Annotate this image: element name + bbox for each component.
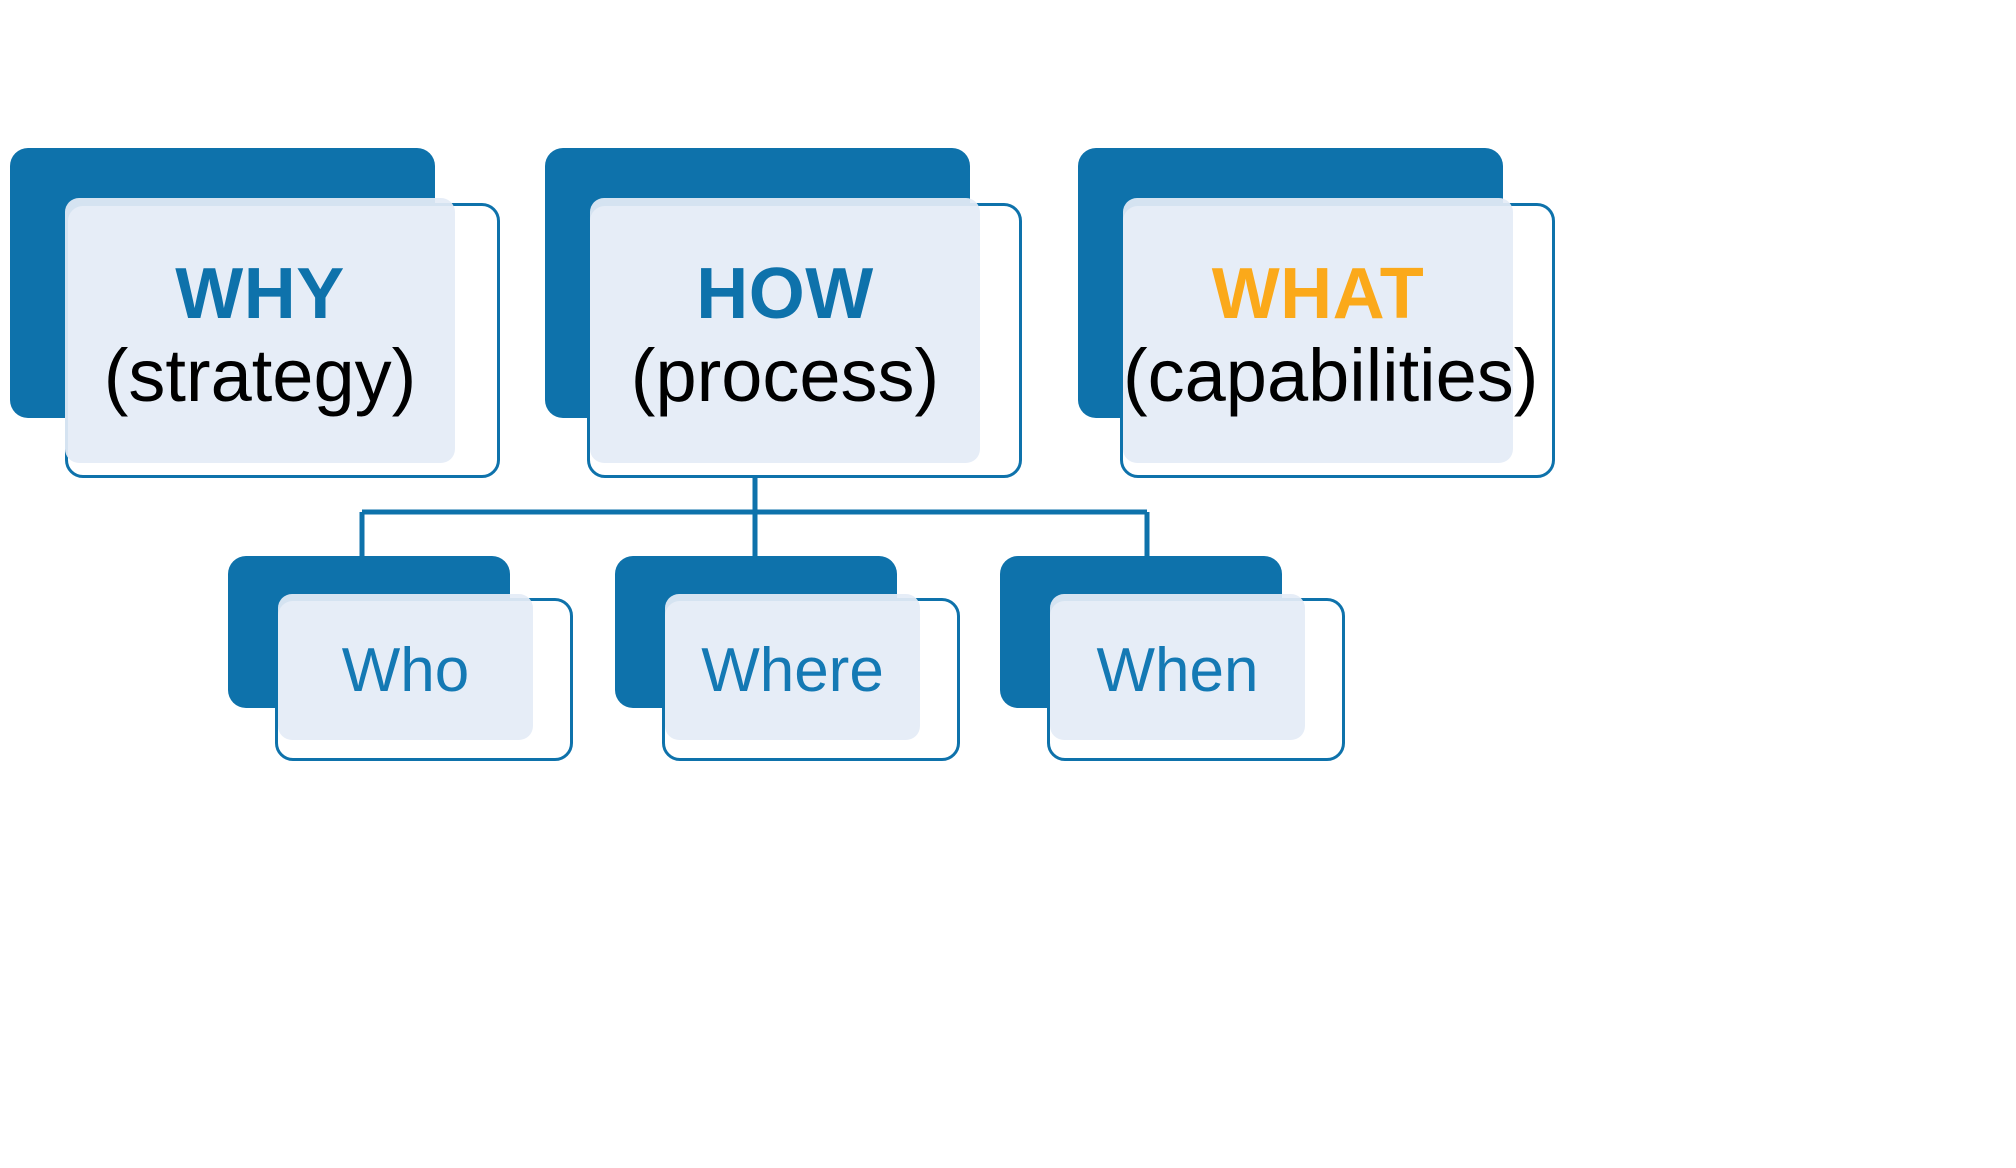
card-where-front-panel: Where	[665, 594, 920, 740]
card-how-keyword: HOW	[696, 254, 874, 334]
card-when-front-panel: When	[1050, 594, 1305, 740]
card-who-label: Who	[341, 636, 470, 705]
card-who-front-panel: Who	[278, 594, 533, 740]
card-where-label: Where	[701, 636, 884, 705]
card-why[interactable]: WHY (strategy)	[10, 148, 500, 478]
card-why-front-panel: WHY (strategy)	[65, 198, 455, 463]
card-why-text: WHY (strategy)	[65, 254, 455, 418]
card-how-front-panel: HOW (process)	[590, 198, 980, 463]
card-how-text: HOW (process)	[590, 254, 980, 418]
card-who-text: Who	[278, 636, 533, 705]
card-why-keyword: WHY	[175, 254, 345, 334]
card-why-subtitle: (strategy)	[103, 333, 417, 417]
card-who[interactable]: Who	[228, 556, 573, 761]
card-what-text: WHAT (capabilities)	[1123, 254, 1539, 418]
card-when-label: When	[1096, 636, 1259, 705]
card-where-text: Where	[665, 636, 920, 705]
card-what[interactable]: WHAT (capabilities)	[1078, 148, 1578, 478]
card-when-text: When	[1050, 636, 1305, 705]
card-what-keyword: WHAT	[1211, 254, 1425, 334]
card-where[interactable]: Where	[615, 556, 960, 761]
card-what-subtitle: (capabilities)	[1123, 333, 1539, 417]
card-when[interactable]: When	[1000, 556, 1345, 761]
card-what-front-panel: WHAT (capabilities)	[1123, 198, 1539, 463]
card-how[interactable]: HOW (process)	[545, 148, 1035, 478]
card-how-subtitle: (process)	[630, 333, 940, 417]
